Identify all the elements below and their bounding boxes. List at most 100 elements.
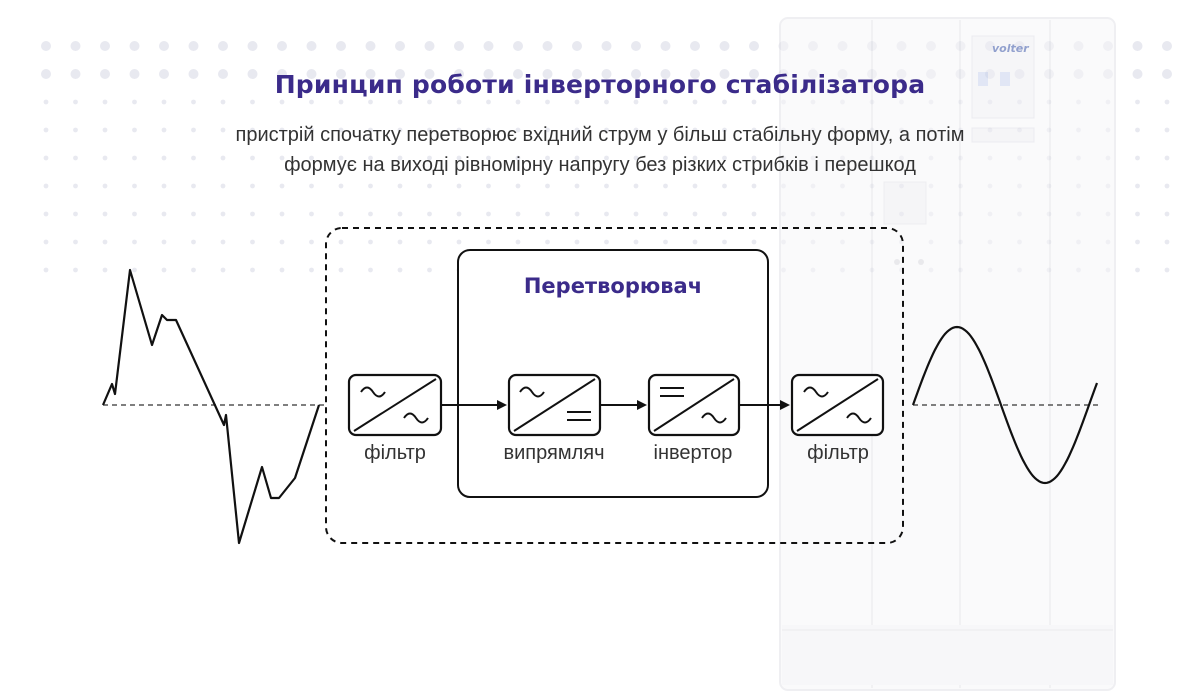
background-dot: [545, 155, 550, 161]
background-dot: [220, 127, 226, 133]
background-dot: [250, 155, 255, 161]
background-dot: [220, 183, 226, 189]
block-inverter: інвертор: [647, 373, 741, 464]
background-dot: [690, 41, 700, 51]
background-dot: [456, 155, 462, 161]
background-dot: [43, 127, 49, 133]
background-dot: [397, 267, 403, 273]
background-dot: [751, 99, 757, 105]
background-dot: [660, 41, 671, 51]
background-dot: [427, 267, 432, 273]
background-dot: [191, 99, 196, 105]
background-dot: [43, 99, 49, 105]
background-dot: [545, 99, 550, 105]
background-dot: [660, 69, 671, 79]
background-dot: [397, 183, 403, 189]
background-dot: [191, 155, 196, 161]
background-dot: [751, 239, 757, 245]
background-dot: [751, 155, 757, 161]
device-brand-logo: volter: [992, 42, 1029, 55]
background-dot: [309, 155, 314, 161]
background-dot: [545, 127, 550, 133]
background-dot: [338, 267, 344, 273]
background-dot: [100, 69, 110, 79]
background-dot: [604, 99, 609, 105]
background-dot: [690, 69, 700, 79]
background-dot: [368, 211, 373, 217]
background-dot: [368, 127, 373, 133]
background-dot: [132, 267, 137, 273]
background-dot: [515, 183, 521, 189]
background-dot: [749, 69, 759, 79]
background-dot: [395, 41, 405, 51]
background-dot: [427, 239, 432, 245]
background-dot: [483, 69, 494, 79]
background-dot: [1162, 69, 1172, 79]
background-dot: [1135, 211, 1140, 217]
background-dot: [132, 127, 137, 133]
background-dot: [663, 183, 668, 189]
background-dot: [722, 155, 727, 161]
block-label-output-filter: фільтр: [807, 442, 869, 464]
background-dot: [368, 99, 373, 105]
ac-ac-icon: [353, 378, 437, 432]
block-input-filter: фільтр: [347, 373, 443, 464]
background-dot: [102, 183, 108, 189]
background-dot: [1164, 239, 1170, 245]
background-dot: [1135, 155, 1140, 161]
background-dot: [574, 211, 580, 217]
background-dot: [250, 183, 255, 189]
background-dot: [542, 69, 553, 79]
background-dot: [722, 99, 727, 105]
background-dot: [456, 183, 462, 189]
converter-title: Перетворювач: [524, 274, 702, 298]
background-dot: [631, 69, 641, 79]
background-dot: [397, 155, 403, 161]
background-dot: [368, 183, 373, 189]
background-dot: [188, 41, 199, 51]
background-dot: [633, 211, 639, 217]
background-dot: [102, 211, 108, 217]
subtitle-line-2: формує на виході рівномірну напругу без …: [284, 154, 916, 176]
background-dot: [1164, 127, 1170, 133]
background-dot: [604, 155, 609, 161]
background-dot: [159, 41, 169, 51]
background-dot: [751, 127, 757, 133]
background-dot: [486, 239, 491, 245]
background-dot: [722, 127, 727, 133]
background-dot: [338, 183, 344, 189]
background-dot: [427, 183, 432, 189]
background-dot: [309, 267, 314, 273]
background-dot: [513, 41, 523, 51]
background-dot: [132, 155, 137, 161]
background-dot: [368, 239, 373, 245]
background-dot: [574, 183, 580, 189]
background-dot: [191, 183, 196, 189]
background-dot: [1135, 183, 1140, 189]
background-dot: [129, 41, 140, 51]
flow-arrows: [441, 400, 790, 410]
background-dot: [633, 127, 639, 133]
output-sine-waveform: [911, 325, 1099, 485]
background-dot: [43, 239, 49, 245]
background-dot: [427, 127, 432, 133]
background-dot: [309, 183, 314, 189]
background-dot: [220, 267, 226, 273]
background-dot: [247, 41, 258, 51]
background-dot: [43, 155, 49, 161]
background-dot: [692, 99, 698, 105]
background-dot: [306, 69, 317, 79]
background-dot: [722, 239, 727, 245]
background-dot: [191, 127, 196, 133]
background-dot: [454, 41, 464, 51]
background-dot: [338, 155, 344, 161]
background-dot: [73, 155, 78, 161]
background-dot: [159, 69, 169, 79]
background-dot: [722, 211, 727, 217]
background-dot: [220, 99, 226, 105]
page-title: Принцип роботи інверторного стабілізатор…: [274, 70, 926, 99]
background-dot: [574, 99, 580, 105]
background-dot: [722, 183, 727, 189]
background-dot: [309, 99, 314, 105]
